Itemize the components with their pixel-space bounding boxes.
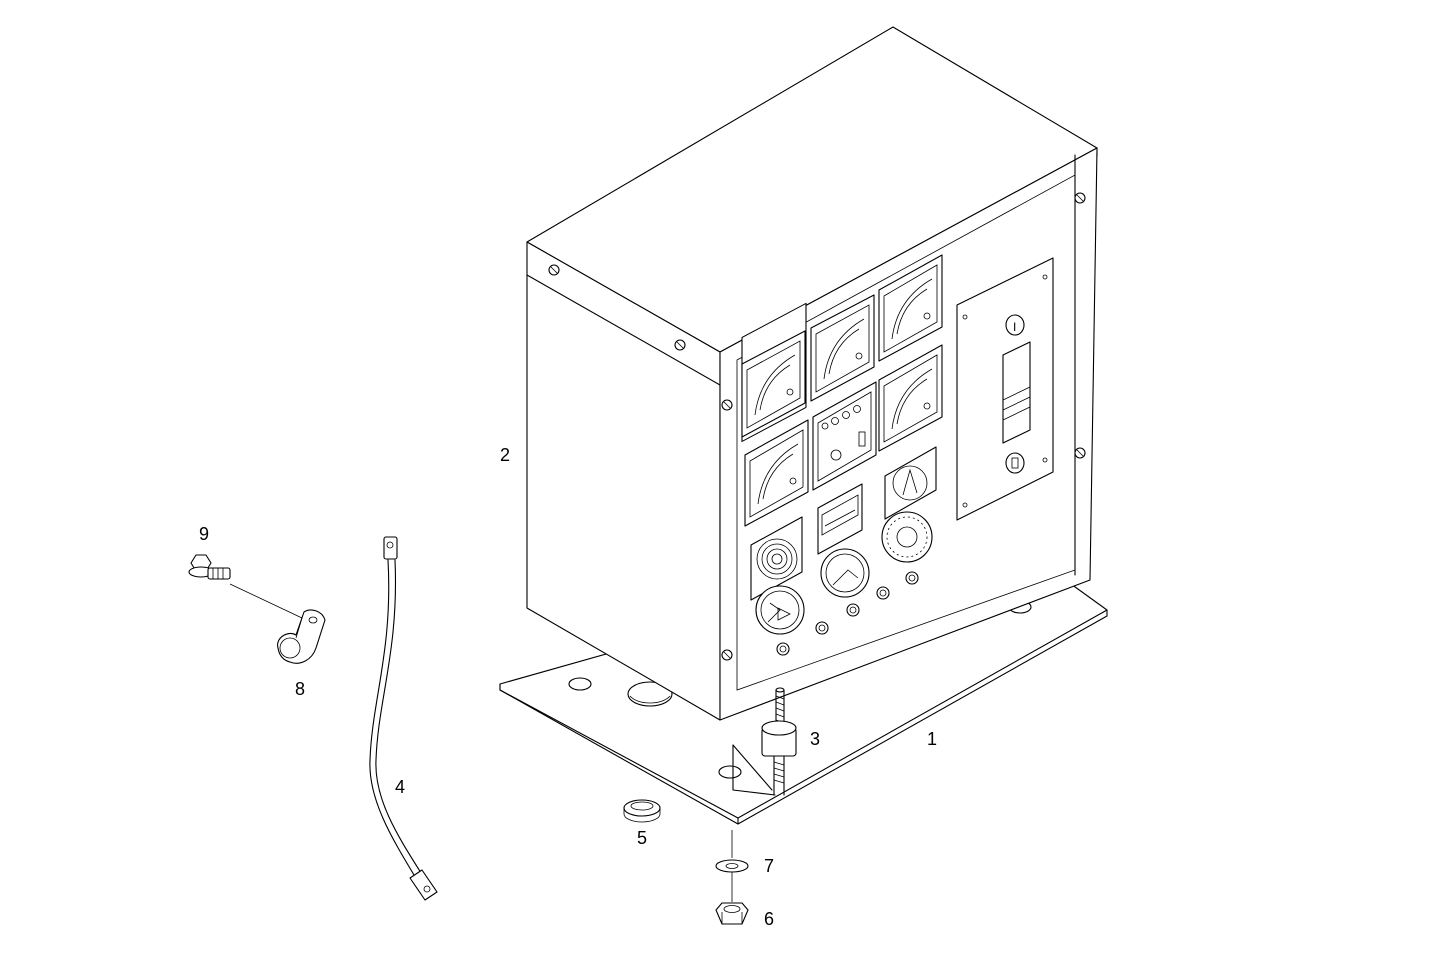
callout-5: 5 xyxy=(637,828,648,848)
callout-4: 4 xyxy=(395,777,406,797)
callout-1: 1 xyxy=(927,729,938,749)
selector-mark-on: I xyxy=(1013,320,1016,334)
push-buttons xyxy=(776,571,919,656)
callout-6: 6 xyxy=(764,909,775,929)
flange-bolt xyxy=(188,554,303,619)
round-gauge-2 xyxy=(820,548,870,598)
rotary-knob xyxy=(881,511,933,563)
horn-speaker xyxy=(750,516,803,601)
analog-meter-3 xyxy=(878,254,943,362)
indicator-lamp-panel xyxy=(812,381,877,491)
callout-8: 8 xyxy=(295,679,306,699)
grommet xyxy=(623,799,661,823)
analog-meter-2 xyxy=(810,294,875,402)
washer xyxy=(715,830,749,873)
cable-clamp xyxy=(277,609,326,664)
analog-meter-4 xyxy=(744,419,809,527)
analog-meter-1 xyxy=(741,330,806,438)
selector-switch xyxy=(884,446,937,520)
hex-nut xyxy=(715,872,749,925)
callout-9: 9 xyxy=(199,524,210,544)
callout-7: 7 xyxy=(764,856,775,876)
callout-3: 3 xyxy=(810,729,821,749)
ground-cable xyxy=(369,536,438,901)
round-gauge-1 xyxy=(755,585,805,635)
hour-counter xyxy=(817,483,863,555)
circuit-breaker-panel: I xyxy=(956,257,1054,521)
panel-instruments: I xyxy=(741,254,1054,656)
analog-meter-5 xyxy=(878,344,943,452)
vibration-damper xyxy=(761,687,797,796)
callout-2: 2 xyxy=(500,445,511,465)
cabinet-screws xyxy=(548,192,1086,661)
